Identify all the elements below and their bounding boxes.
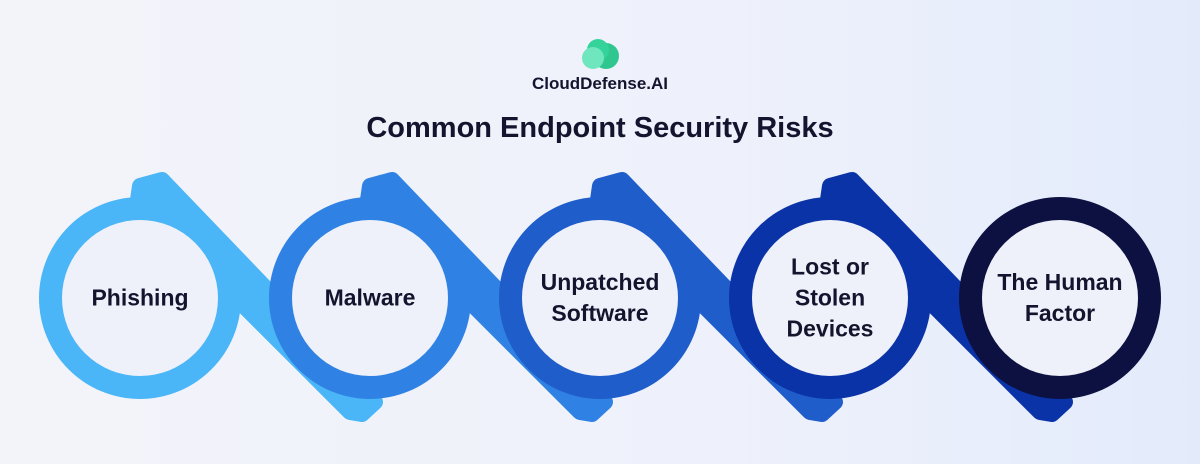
step-label: Malware: [324, 284, 416, 311]
step-label: Phishing: [91, 284, 189, 311]
step-label: Unpatched Software: [540, 269, 660, 326]
brand-logo: CloudDefense.AI: [0, 38, 1200, 94]
step-inner: [982, 220, 1138, 376]
step-inner: [522, 220, 678, 376]
page-title: Common Endpoint Security Risks: [366, 112, 834, 144]
step-inner: [752, 220, 908, 376]
cloud-icon: [582, 39, 619, 69]
step-label: The Human Factor: [997, 269, 1123, 326]
step-label: Lost or Stolen Devices: [786, 253, 874, 342]
step-inner: [62, 220, 218, 376]
brand-name: CloudDefense.AI: [531, 74, 669, 93]
step-inner: [292, 220, 448, 376]
